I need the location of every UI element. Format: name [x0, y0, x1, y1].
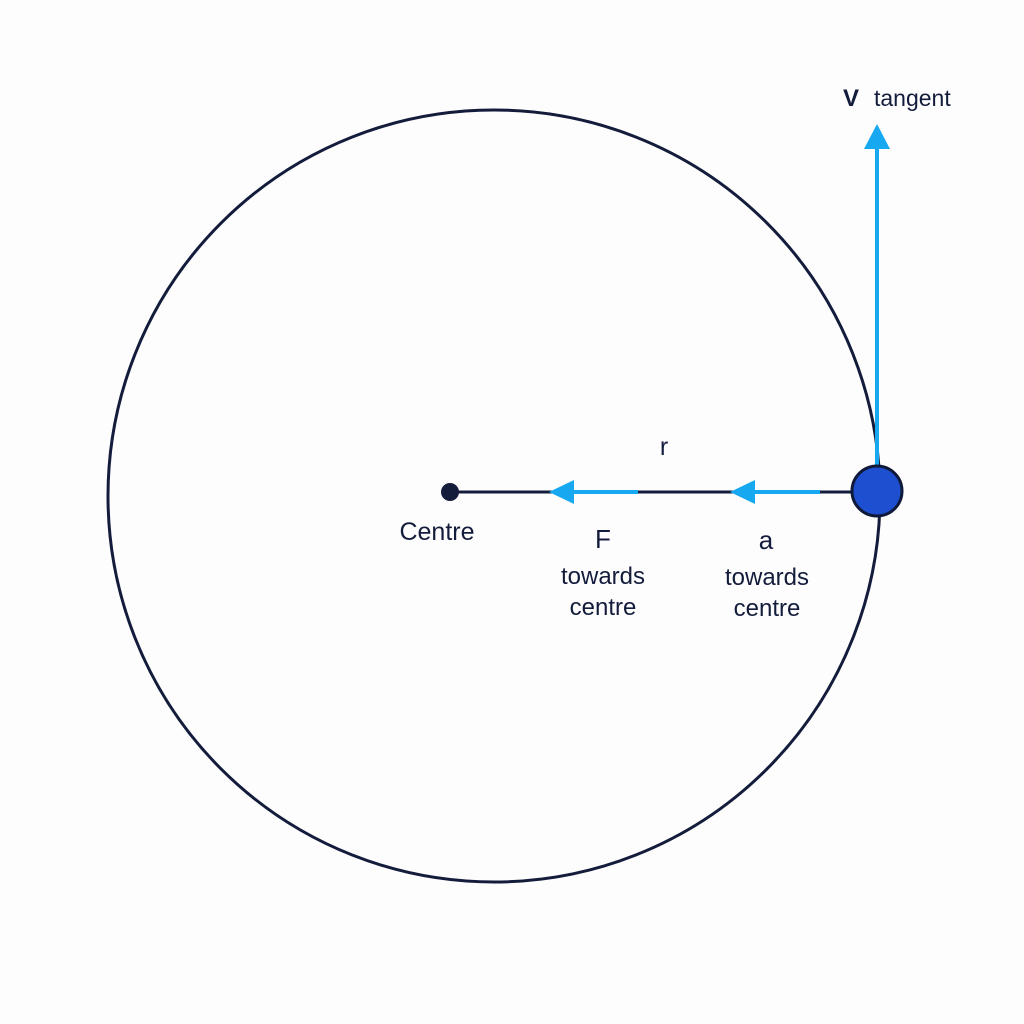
acceleration-description-line2: centre — [734, 595, 801, 622]
acceleration-symbol-label: a — [759, 525, 774, 555]
acceleration-description-line1: towards — [725, 564, 809, 591]
velocity-arrow — [864, 124, 890, 470]
velocity-symbol-label: V — [843, 85, 859, 112]
circular-path — [106, 108, 882, 884]
force-symbol-label: F — [595, 524, 611, 554]
radius-label: r — [660, 433, 668, 461]
force-description-line1: towards — [561, 563, 645, 590]
force-description-line2: centre — [570, 594, 637, 621]
moving-object — [850, 464, 904, 518]
force-arrowhead — [549, 480, 574, 504]
velocity-arrowhead — [864, 124, 890, 149]
centre-point — [441, 483, 459, 501]
acceleration-arrowhead — [730, 480, 755, 504]
centre-label: Centre — [399, 518, 474, 546]
velocity-description-label: tangent — [874, 85, 951, 111]
force-arrow — [549, 480, 638, 504]
acceleration-arrow — [730, 480, 820, 504]
